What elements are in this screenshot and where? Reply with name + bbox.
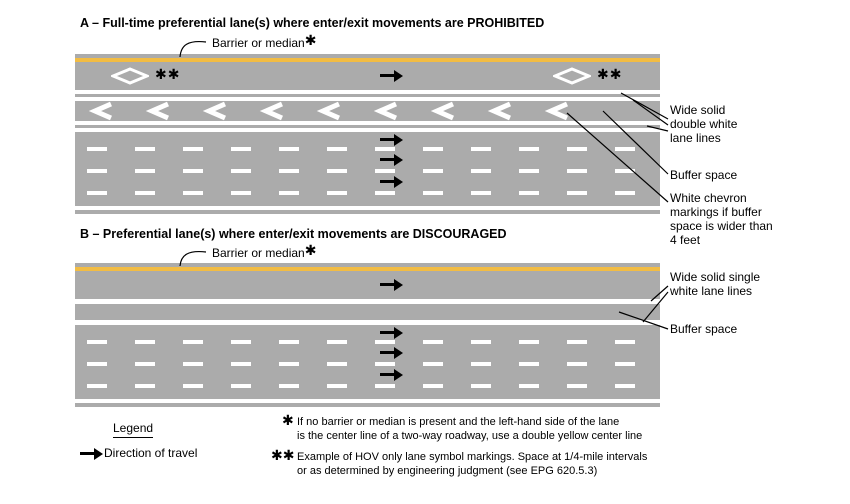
lane-dash-line [87, 340, 648, 344]
double-white-line [75, 121, 660, 125]
road-edge-line [75, 210, 660, 214]
double-asterisk-icon: ✱✱ [271, 447, 295, 463]
lane-dash-line [87, 147, 648, 151]
double-white-line [75, 90, 660, 94]
direction-arrow-icon [380, 368, 403, 381]
asterisk-icon: ✱ [282, 412, 294, 428]
direction-arrow-icon [380, 346, 403, 359]
single-white-line [75, 320, 660, 325]
double-white-line [75, 97, 660, 101]
label-single-white-lines: Wide solid single white lane lines [670, 270, 761, 299]
line-gap [75, 125, 660, 128]
line-gap [75, 94, 660, 97]
line-gap [75, 206, 660, 210]
direction-arrow-icon [380, 326, 403, 339]
barrier-median-text: Barrier or median [212, 246, 305, 260]
road-edge-line [75, 263, 660, 267]
barrier-median-text: Barrier or median [212, 36, 305, 50]
lane-dash-line [87, 384, 648, 388]
asterisk-icon: ✱ [304, 32, 317, 48]
hov-lane-a: ✱✱ ✱✱ [75, 62, 660, 90]
direction-arrow-icon [80, 447, 103, 460]
direction-arrow-icon [380, 175, 403, 188]
diagram-a-title: A – Full-time preferential lane(s) where… [80, 16, 545, 30]
lane-dash-line [87, 362, 648, 366]
asterisk-icon: ✱ [304, 242, 317, 258]
median-yellow-line [75, 267, 660, 271]
road-edge-line [75, 403, 660, 407]
lane-dash-line [87, 169, 648, 173]
barrier-median-label-a: Barrier or median✱ [212, 32, 317, 50]
hov-diamond-icon [111, 67, 149, 85]
single-white-line [75, 299, 660, 304]
general-purpose-lanes-b [75, 325, 660, 399]
buffer-space-band [75, 304, 660, 320]
hov-asterisks: ✱✱ [597, 66, 623, 82]
note-double-asterisk: Example of HOV only lane symbol markings… [297, 451, 648, 478]
road-edge-line [75, 54, 660, 58]
label-buffer-space-a: Buffer space [670, 168, 738, 182]
double-white-line [75, 128, 660, 132]
legend-title: Legend [113, 421, 154, 438]
lane-dash-line [87, 191, 648, 195]
chevron-markings-icon [88, 101, 569, 121]
label-chevron-markings: White chevron markings if buffer space i… [670, 191, 773, 248]
buffer-space-chevron-band [75, 101, 660, 121]
line-gap [75, 399, 660, 403]
roadway-a: ✱✱ ✱✱ [75, 54, 660, 214]
median-yellow-line [75, 58, 660, 62]
hov-asterisks: ✱✱ [155, 66, 181, 82]
hov-lane-b [75, 271, 660, 299]
direction-arrow-icon [380, 133, 403, 146]
direction-arrow-icon [380, 69, 403, 82]
note-single-asterisk: If no barrier or median is present and t… [297, 416, 643, 443]
roadway-b [75, 263, 660, 407]
hov-diamond-icon [553, 67, 591, 85]
direction-arrow-icon [380, 153, 403, 166]
barrier-median-label-b: Barrier or median✱ [212, 242, 317, 260]
direction-arrow-icon [380, 278, 403, 291]
general-purpose-lanes-a [75, 132, 660, 206]
label-buffer-space-b: Buffer space [670, 322, 738, 336]
diagram-b-title: B – Preferential lane(s) where enter/exi… [80, 227, 507, 241]
legend-direction-of-travel: Direction of travel [104, 446, 198, 460]
label-double-white-lines: Wide solid double white lane lines [670, 103, 738, 146]
